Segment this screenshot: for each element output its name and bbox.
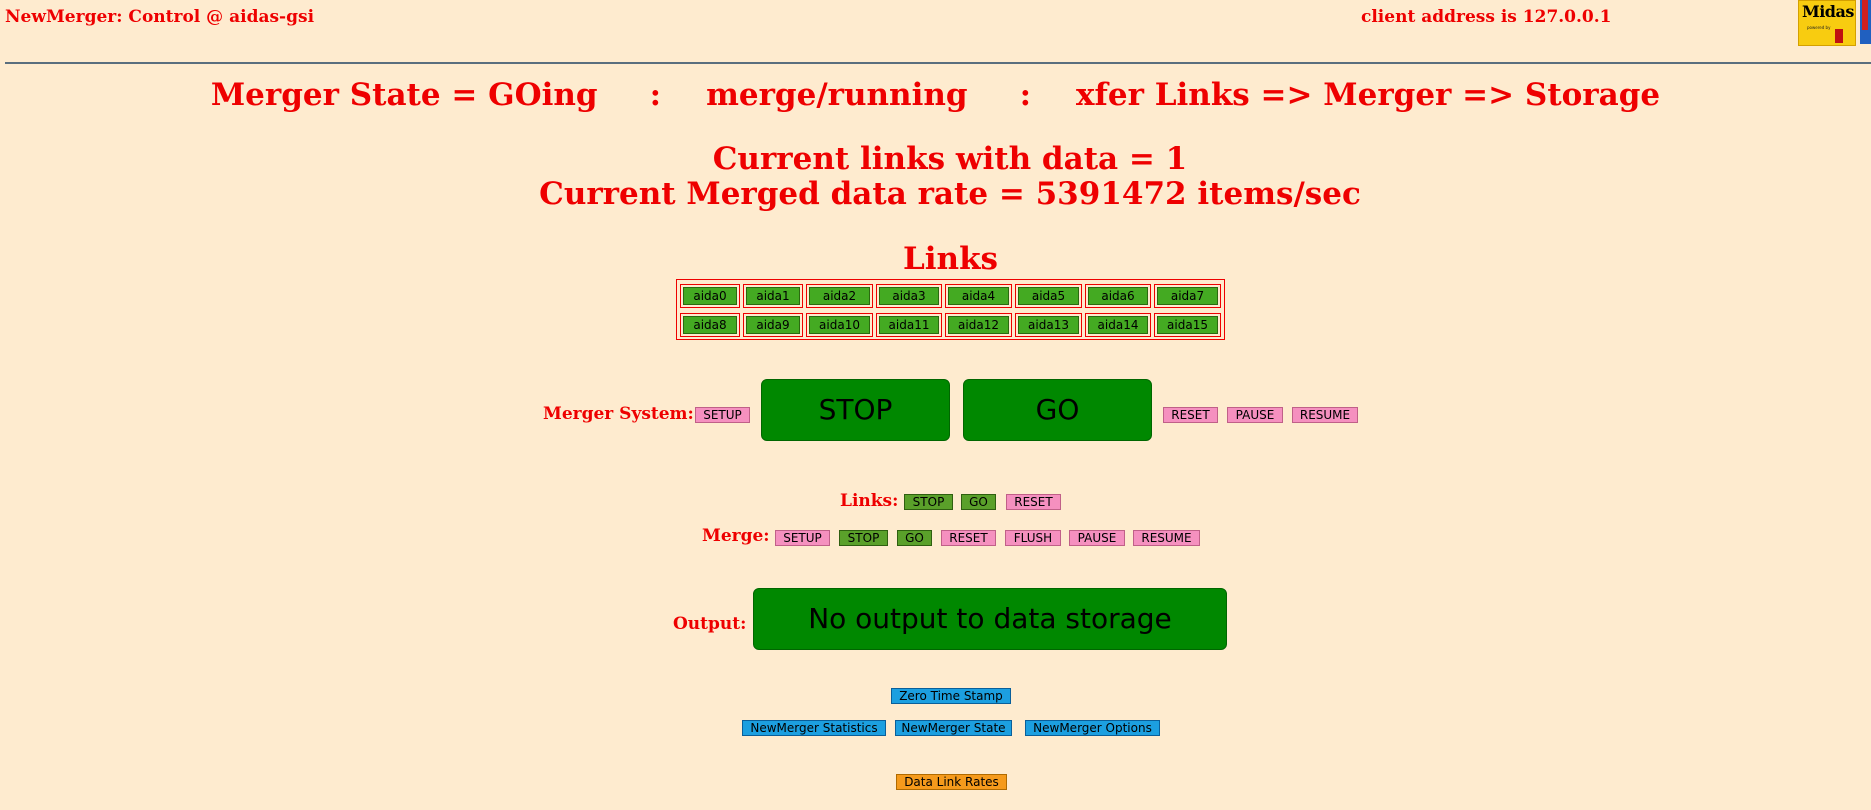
link-cell: aida11 (876, 313, 942, 337)
link-button-aida7[interactable]: aida7 (1157, 287, 1218, 305)
link-button-aida10[interactable]: aida10 (809, 316, 870, 334)
links-with-data: Current links with data = 1 (712, 141, 1188, 177)
logo-mark-icon (1835, 29, 1843, 43)
link-button-aida13[interactable]: aida13 (1018, 316, 1079, 334)
links-go-button[interactable]: GO (961, 494, 996, 510)
link-button-aida9[interactable]: aida9 (746, 316, 800, 334)
links-title: Links (902, 241, 999, 277)
link-button-aida8[interactable]: aida8 (683, 316, 737, 334)
link-cell: aida15 (1154, 313, 1221, 337)
midas-logo[interactable]: Midas powered by (1798, 0, 1856, 46)
link-cell: aida13 (1015, 313, 1082, 337)
newmerger-state-button[interactable]: NewMerger State (895, 720, 1012, 736)
merge-controls-label: Merge: (702, 526, 770, 546)
output-label: Output: (673, 614, 747, 634)
merger-stop-button[interactable]: STOP (761, 379, 950, 441)
link-button-aida12[interactable]: aida12 (948, 316, 1009, 334)
link-cell: aida12 (945, 313, 1012, 337)
merge-stop-button[interactable]: STOP (839, 530, 888, 546)
link-button-aida3[interactable]: aida3 (879, 287, 939, 305)
state-separator: : (649, 77, 662, 113)
link-button-aida1[interactable]: aida1 (746, 287, 800, 305)
link-button-aida5[interactable]: aida5 (1018, 287, 1079, 305)
merge-status: merge/running (706, 77, 968, 113)
link-button-aida0[interactable]: aida0 (683, 287, 737, 305)
partner-logo-icon (1860, 0, 1871, 44)
link-cell: aida6 (1085, 284, 1151, 308)
merge-go-button[interactable]: GO (897, 530, 932, 546)
merge-setup-button[interactable]: SETUP (775, 530, 830, 546)
merge-flush-button[interactable]: FLUSH (1005, 530, 1061, 546)
link-button-aida15[interactable]: aida15 (1157, 316, 1218, 334)
header-divider (5, 62, 1871, 64)
link-cell: aida9 (743, 313, 803, 337)
header-bar: NewMerger: Control @ aidas-gsi client ad… (0, 0, 1871, 64)
merged-data-rate: Current Merged data rate = 5391472 items… (539, 176, 1361, 212)
output-status-button[interactable]: No output to data storage (753, 588, 1227, 650)
link-cell: aida1 (743, 284, 803, 308)
logo-subtext: powered by (1807, 25, 1831, 30)
state-separator: : (1019, 77, 1032, 113)
logo-text: Midas (1802, 2, 1854, 21)
merger-reset-button[interactable]: RESET (1163, 407, 1218, 423)
link-cell: aida8 (680, 313, 740, 337)
client-address: client address is 127.0.0.1 (1361, 7, 1612, 27)
merge-resume-button[interactable]: RESUME (1133, 530, 1200, 546)
link-cell: aida3 (876, 284, 942, 308)
merger-pause-button[interactable]: PAUSE (1227, 407, 1283, 423)
link-button-aida14[interactable]: aida14 (1088, 316, 1148, 334)
merge-reset-button[interactable]: RESET (941, 530, 996, 546)
merger-setup-button[interactable]: SETUP (695, 407, 750, 423)
link-button-aida4[interactable]: aida4 (948, 287, 1009, 305)
link-cell: aida5 (1015, 284, 1082, 308)
link-cell: aida4 (945, 284, 1012, 308)
merge-pause-button[interactable]: PAUSE (1069, 530, 1125, 546)
zero-time-stamp-button[interactable]: Zero Time Stamp (891, 688, 1011, 704)
link-cell: aida14 (1085, 313, 1151, 337)
newmerger-statistics-button[interactable]: NewMerger Statistics (742, 720, 886, 736)
link-button-aida11[interactable]: aida11 (879, 316, 939, 334)
merger-system-label: Merger System: (543, 404, 694, 424)
links-controls-label: Links: (840, 491, 899, 511)
transfer-path: xfer Links => Merger => Storage (1076, 77, 1661, 113)
link-cell: aida10 (806, 313, 873, 337)
links-grid: aida0 aida1 aida2 aida3 aida4 aida5 aida6 aida7… (676, 279, 1225, 340)
merger-go-button[interactable]: GO (963, 379, 1152, 441)
merger-state-line: Merger State = GOing: merge/running: xfer … (0, 77, 1871, 113)
links-reset-button[interactable]: RESET (1006, 494, 1061, 510)
app-title: NewMerger: Control @ aidas-gsi (5, 7, 315, 27)
link-cell: aida2 (806, 284, 873, 308)
data-link-rates-button[interactable]: Data Link Rates (896, 774, 1007, 790)
link-cell: aida7 (1154, 284, 1221, 308)
link-cell: aida0 (680, 284, 740, 308)
merger-state: Merger State = GOing (210, 77, 598, 113)
merger-resume-button[interactable]: RESUME (1292, 407, 1358, 423)
links-stop-button[interactable]: STOP (904, 494, 953, 510)
link-button-aida6[interactable]: aida6 (1088, 287, 1148, 305)
newmerger-options-button[interactable]: NewMerger Options (1025, 720, 1160, 736)
link-button-aida2[interactable]: aida2 (809, 287, 870, 305)
